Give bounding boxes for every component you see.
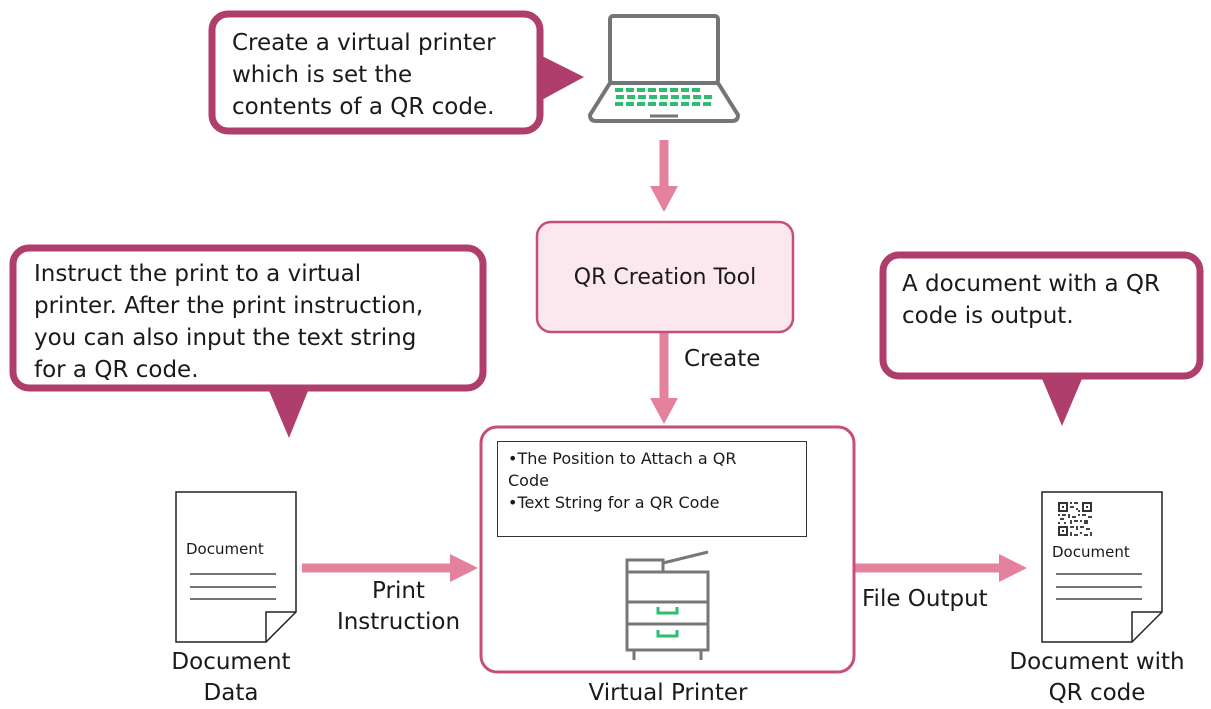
bubble-right xyxy=(879,251,1204,426)
qr-tool-label: QR Creation Tool xyxy=(573,265,757,290)
output-document-text: Document xyxy=(1052,543,1130,561)
bubble-left xyxy=(9,244,487,438)
arrow-laptop-to-tool xyxy=(650,140,678,212)
laptop-icon xyxy=(587,14,741,123)
virtual-printer-settings: •The Position to Attach a QR Code •Text … xyxy=(497,441,807,537)
qr-tool-box xyxy=(535,220,795,334)
bubble-top-text: Create a virtual printer which is set th… xyxy=(232,30,496,120)
document-with-qr-caption: Document with QR code xyxy=(1009,649,1185,706)
bubble-right-text: A document with a QR code is output. xyxy=(902,271,1160,329)
virtual-printer-label: Virtual Printer xyxy=(588,680,748,706)
document-data-caption: Document Data xyxy=(171,649,291,706)
setting-position: •The Position to Attach a QR Code xyxy=(508,449,737,490)
arrow-printer-to-output xyxy=(855,554,1027,582)
bubble-top xyxy=(208,10,584,135)
file-output-label: File Output xyxy=(862,586,988,612)
create-label: Create xyxy=(684,346,761,372)
print-instruction-label: Print Instruction xyxy=(336,578,461,635)
printer-icon xyxy=(625,550,710,660)
arrow-document-to-printer xyxy=(302,554,478,582)
setting-text-string: •Text String for a QR Code xyxy=(508,493,720,512)
arrow-tool-to-printer xyxy=(650,330,678,424)
qr-code-icon xyxy=(1058,502,1092,536)
bubble-left-text: Instruct the print to a virtual printer.… xyxy=(34,261,424,383)
document-icon xyxy=(175,491,297,643)
input-document-text: Document xyxy=(186,540,264,558)
